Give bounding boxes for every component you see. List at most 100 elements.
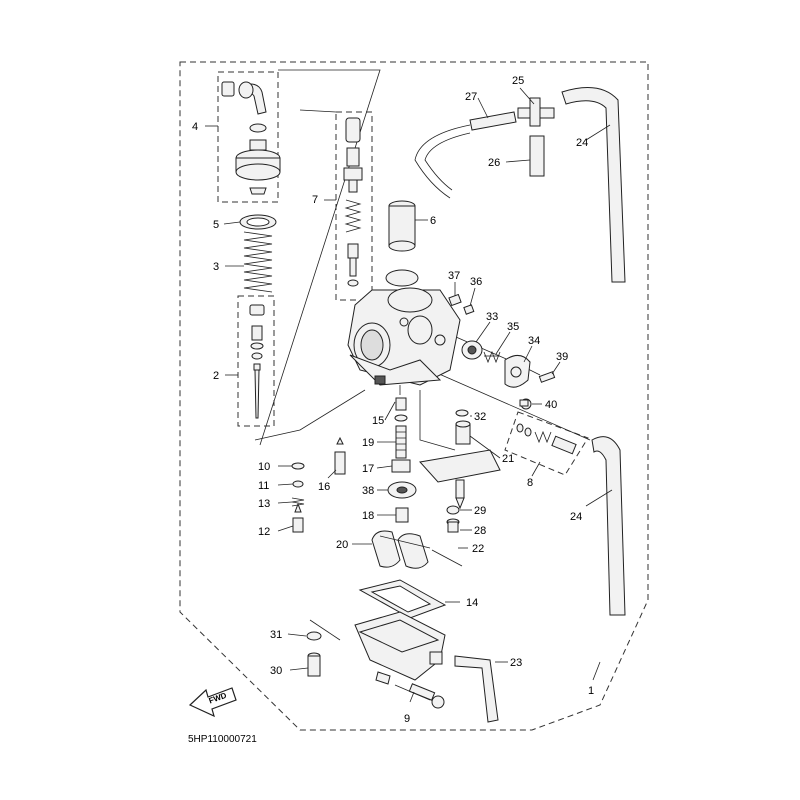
o-ring-15	[394, 414, 408, 422]
label-28: 28	[474, 525, 486, 537]
leader-26	[505, 159, 531, 163]
mixing-chamber-top	[235, 139, 281, 181]
t-joint-25	[517, 97, 555, 127]
leader-35	[495, 331, 511, 355]
label-4: 4	[192, 121, 198, 133]
label-27: 27	[465, 91, 477, 103]
leader-12	[277, 525, 294, 532]
carburetor-body	[347, 269, 461, 386]
needle-valve-21	[455, 479, 465, 510]
leader-33	[475, 321, 491, 343]
guide-line-slide	[259, 69, 381, 446]
label-5: 5	[213, 219, 219, 231]
guide-line-air-screw	[429, 369, 591, 441]
label-26: 26	[488, 157, 500, 169]
leader-11	[277, 483, 294, 486]
label-23: 23	[510, 657, 522, 669]
washer-29	[446, 505, 460, 515]
label-3: 3	[213, 261, 219, 273]
label-9: 9	[404, 713, 410, 725]
cover-34	[504, 355, 531, 388]
float-20	[371, 530, 431, 569]
vent-hose-27	[414, 111, 517, 199]
label-6: 6	[430, 215, 436, 227]
float-bowl	[354, 611, 446, 685]
label-20: 20	[336, 539, 348, 551]
leader-9	[409, 691, 415, 703]
leader-31	[287, 633, 307, 637]
label-18: 18	[362, 510, 374, 522]
leader-16	[327, 469, 337, 479]
label-34: 34	[528, 335, 540, 347]
diaphragm-33-center	[467, 345, 477, 355]
screw-39	[538, 371, 556, 383]
reference-code: 5HP110000721	[188, 734, 257, 745]
leader-13	[277, 501, 293, 504]
o-ring-10	[291, 462, 305, 470]
leader-5	[223, 221, 241, 225]
main-jet-18	[395, 507, 409, 523]
guide-line-needle	[299, 109, 337, 113]
label-30: 30	[270, 665, 282, 677]
label-22: 22	[472, 543, 484, 555]
label-14: 14	[466, 597, 478, 609]
label-10: 10	[258, 461, 270, 473]
float-pin-plate	[419, 449, 501, 483]
holder-17	[391, 459, 411, 473]
pilot-jet-16	[334, 436, 346, 475]
screw-28	[446, 518, 460, 533]
starter-plunger-7	[343, 117, 363, 287]
float-valve-seat	[455, 420, 471, 445]
group-box-7	[335, 111, 373, 301]
label-35: 35	[507, 321, 519, 333]
label-17: 17	[362, 463, 374, 475]
label-21: 21	[502, 453, 514, 465]
label-8: 8	[527, 477, 533, 489]
label-24b: 24	[570, 511, 582, 523]
group-box-8	[504, 411, 589, 476]
label-1: 1	[588, 685, 594, 697]
float-pin-22	[431, 549, 463, 567]
label-24a: 24	[576, 137, 588, 149]
long-hose-24-bottom	[591, 436, 626, 616]
clip-4	[249, 187, 267, 195]
cable-adjuster-elbow	[221, 81, 267, 115]
o-ring-32	[455, 409, 469, 417]
drain-screw-9	[408, 683, 445, 709]
label-29: 29	[474, 505, 486, 517]
spring-35	[483, 350, 501, 364]
screw-36	[463, 304, 475, 315]
drain-hose-23	[454, 655, 499, 723]
label-11: 11	[258, 480, 269, 492]
leader-1	[592, 661, 601, 681]
label-31: 31	[270, 629, 282, 641]
label-19: 19	[362, 437, 374, 449]
leader-24b	[585, 489, 613, 507]
washer-11	[292, 480, 304, 488]
needle-jet-15	[395, 397, 407, 411]
air-screw-set-8	[516, 423, 577, 455]
guide-line-31	[309, 619, 341, 641]
leader-25	[519, 87, 535, 105]
long-hose-24-top	[561, 87, 626, 283]
screw-37	[448, 293, 462, 307]
label-15: 15	[372, 415, 384, 427]
guide-line-jet	[254, 389, 366, 441]
label-2: 2	[213, 370, 219, 382]
throttle-slide-6	[388, 200, 416, 252]
label-40: 40	[545, 399, 557, 411]
label-13: 13	[258, 498, 270, 510]
label-16: 16	[318, 481, 330, 493]
pilot-screw-12	[292, 502, 304, 533]
label-36: 36	[470, 276, 482, 288]
leader-24a	[585, 124, 611, 141]
leader-8	[531, 461, 541, 477]
washer-38	[387, 481, 417, 499]
leader-39	[551, 361, 561, 375]
label-33: 33	[486, 311, 498, 323]
label-39: 39	[556, 351, 568, 363]
leader-17	[376, 465, 393, 469]
gasket-5-hole	[246, 217, 270, 227]
leader-15	[384, 401, 396, 421]
